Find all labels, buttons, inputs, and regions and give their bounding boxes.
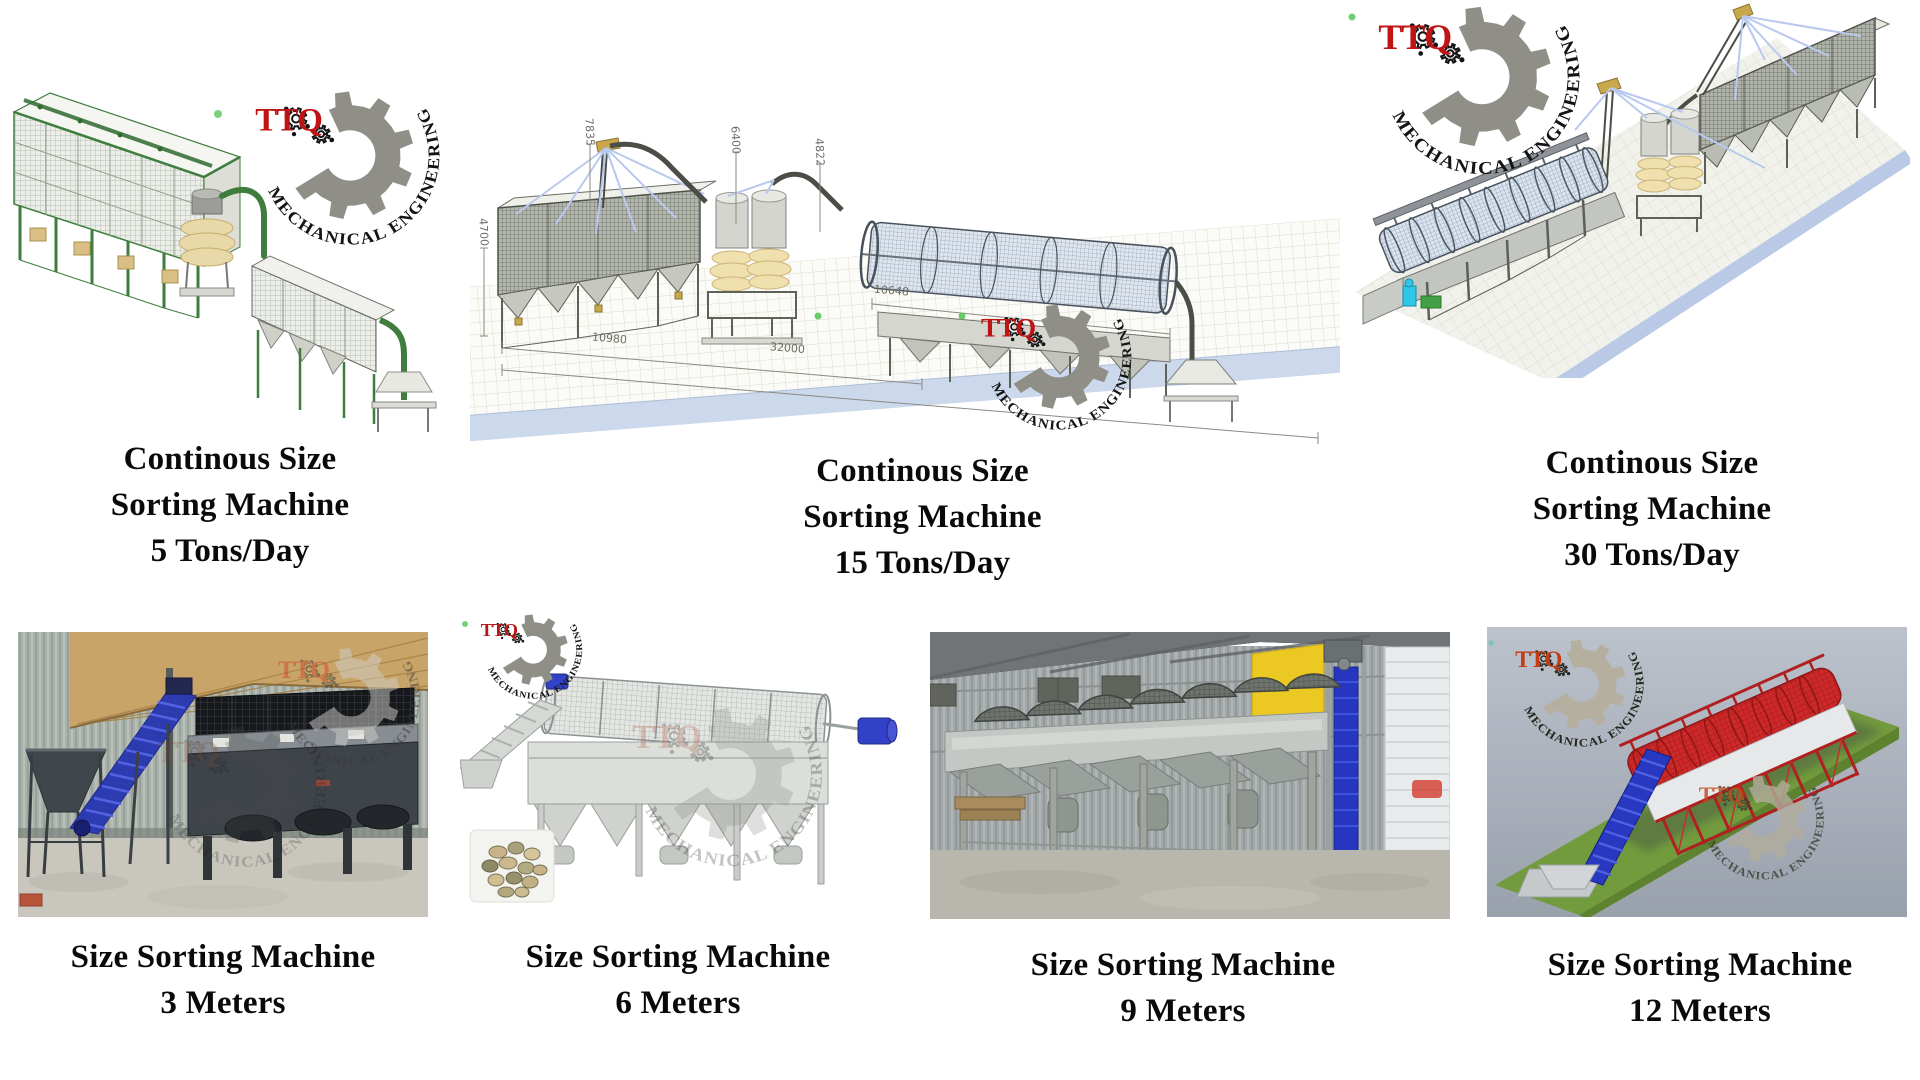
dimension-label: 10980 [591,330,627,346]
product-title-line: Sorting Machine [803,499,1042,535]
dimension-label: 7835 [582,118,596,147]
product-title: Continous Size Sorting Machine 30 Tons/D… [1432,440,1872,578]
pallets [954,796,1026,821]
blue-belt [1333,666,1359,853]
product-title-line: Continous Size [123,441,337,477]
trommel-box [250,255,396,424]
brick [19,893,43,907]
product-title-line: Size Sorting Machine [70,939,376,975]
dimension-label: 4822 [812,138,826,167]
product-title: Size Sorting Machine 6 Meters [478,934,878,1026]
green-dot [1348,13,1356,21]
dimension-label: 6400 [728,126,742,155]
roller-door [1384,646,1450,863]
product-title-line: Size Sorting Machine [1030,947,1336,983]
cad-drawing-15tpd: 7835 6400 4822 4700 10980 32000 10648 [470,118,1340,444]
product-title: Size Sorting Machine 3 Meters [23,934,423,1026]
motor [545,673,569,690]
product-title-line: Continous Size [816,453,1029,489]
inclined-conveyor [69,677,197,865]
photo-3m [18,632,428,917]
photo-6m [460,621,898,903]
dimension-lines: 7835 6400 4822 4700 10980 32000 10648 [476,118,1319,444]
green-pipe [219,187,267,259]
product-image-continuous-15: 7835 6400 4822 4700 10980 32000 10648 TT… [470,86,1340,472]
render-12m [1487,627,1907,917]
ring-trommel-machine [1362,132,1626,325]
sorting-machine-body [187,687,419,880]
cad-drawing-30tpd [1348,3,1910,378]
green-dot [958,312,966,320]
photo-9m [930,632,1450,919]
disc-separator [178,188,236,297]
product-title-line: 30 Tons/Day [1564,537,1740,573]
product-title-line: 9 Meters [1120,993,1246,1029]
green-dot [214,110,222,118]
dimension-label: 10648 [873,283,909,299]
long-sorting-machine [944,673,1342,885]
window [930,683,957,707]
dimension-label: 32000 [769,340,805,356]
seeds-inset [469,829,555,903]
product-title-line: 12 Meters [1629,993,1771,1029]
product-title-line: Size Sorting Machine [1547,947,1853,983]
dimension-label: 4700 [476,218,490,247]
buffer-tanks [701,171,844,345]
product-title-line: Continous Size [1545,445,1759,481]
buffer-tanks [1574,77,1766,236]
green-pipe-2 [378,317,407,400]
product-title: Size Sorting Machine 9 Meters [983,942,1383,1034]
sign [1412,780,1442,798]
green-unit [1420,295,1442,309]
blue-conveyor [1538,748,1672,890]
floor-edge-band [1556,150,1910,378]
green-dot [814,312,822,320]
feed-hopper [1538,864,1600,890]
product-title-line: 3 Meters [160,985,286,1021]
crane-conveyor [515,137,708,235]
product-title-line: 15 Tons/Day [834,545,1011,581]
green-dot [462,621,468,627]
product-image-9m [930,632,1450,919]
product-title-line: Sorting Machine [1532,491,1772,527]
product-title-line: 5 Tons/Day [150,533,310,569]
mesh-hopper-bank [497,180,717,349]
product-title-line: Sorting Machine [110,487,350,523]
product-title-line: 6 Meters [615,985,741,1021]
green-dot [1488,640,1494,646]
cad-drawing-5tpd [12,92,437,432]
stainless-sorter [460,673,898,885]
product-title-line: Size Sorting Machine [525,939,831,975]
product-title: Size Sorting Machine 12 Meters [1495,942,1905,1034]
pump [1402,285,1417,307]
product-title: Continous Size Sorting Machine 5 Tons/Da… [15,436,445,574]
product-title: Continous Size Sorting Machine 15 Tons/D… [700,448,1145,586]
outlet-chute [371,371,437,432]
